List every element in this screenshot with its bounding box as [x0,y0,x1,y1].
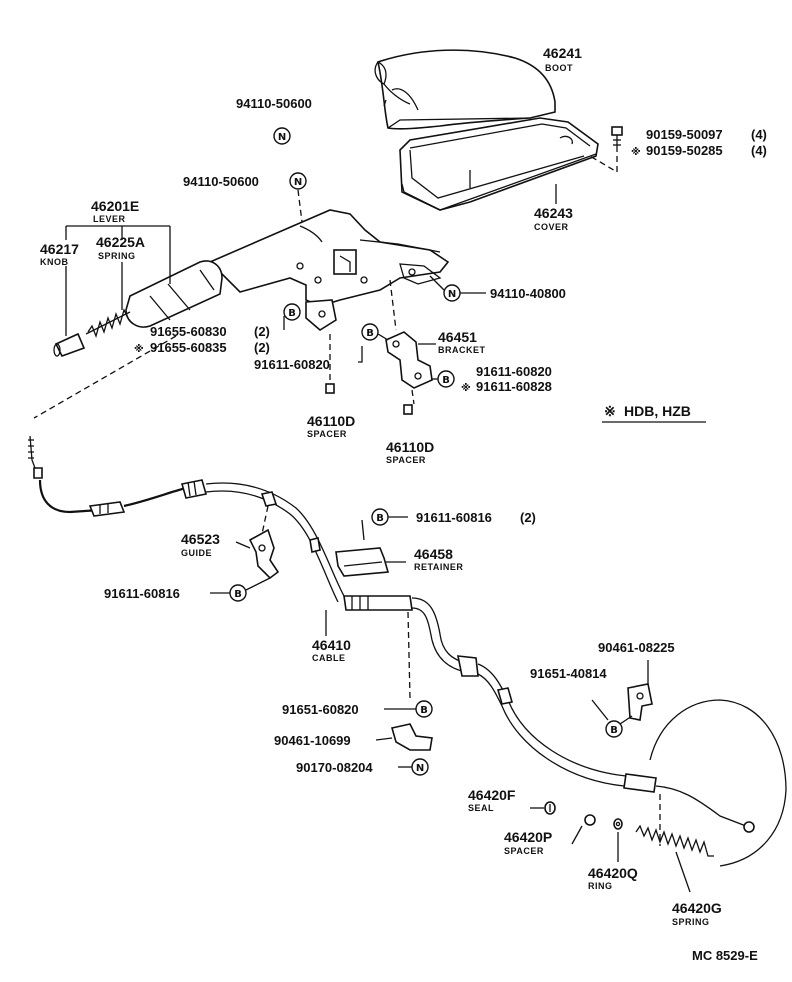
part-number-label: 94110-40800 [490,286,566,301]
boot-part [374,49,556,130]
b-badge-icon: B [415,700,433,718]
part-name-label: SPACER [307,429,347,439]
b-badge-icon: B [283,303,301,321]
b-badge-icon: B [437,370,455,388]
part-number-label: 46110D [307,413,355,429]
cable-part [28,435,755,833]
part-number-label: 91611-60820 [254,357,330,372]
part-name-label: COVER [534,222,569,232]
part-name-label: BOOT [545,63,573,73]
part-number-label: 91651-60820 [282,702,359,717]
part-name-label: BRACKET [438,345,486,355]
part-number-label: 46241 [543,45,582,61]
part-name-label: SPACER [504,846,544,856]
part-name-label: SPRING [672,917,710,927]
applicability-note: HDB, HZB [624,403,691,419]
part-number-label: 46451 [438,329,477,345]
part-number-label: 94110-50600 [183,174,259,189]
svg-text:B: B [376,513,384,524]
spacer-part [584,814,596,826]
part-name-label: CABLE [312,653,346,663]
part-number-label: 90159-50285 [646,143,723,158]
part-name-label: SPACER [386,455,426,465]
svg-text:B: B [442,375,450,386]
quantity-label: (2) [254,340,270,355]
b-badge-icon: B [361,323,379,341]
bracket-part [385,331,433,389]
b-badge-icon: B [371,508,389,526]
diagram-code: MC 8529-E [692,948,758,963]
asterisk-mark: ※ [631,146,641,158]
svg-text:N: N [294,177,302,188]
svg-text:B: B [288,308,296,319]
cover-part [399,117,599,211]
part-number-label: 46458 [414,546,453,562]
part-name-label: RETAINER [414,562,463,572]
svg-text:B: B [366,328,374,339]
quantity-label: (2) [254,324,270,339]
n-badge-icon: N [411,758,429,776]
part-name-label: SEAL [468,803,494,813]
lever-part [125,209,450,331]
return-spring-part [635,824,714,857]
retainer-part [335,547,390,577]
part-number-label: 46420P [504,829,552,845]
svg-text:N: N [278,132,286,143]
part-number-label: 90159-50097 [646,127,723,142]
part-number-label: 46420F [468,787,516,803]
n-badge-icon: N [289,172,307,190]
b-badge-icon: B [605,720,623,738]
b-badge-icon: B [229,584,247,602]
part-number-label: 91655-60830 [150,324,227,339]
svg-text:B: B [234,589,242,600]
part-number-label: 94110-50600 [236,96,312,111]
part-number-label: 91655-60835 [150,340,227,355]
seal-part [544,801,556,815]
knob-part [53,332,86,357]
ring-part [613,818,623,830]
part-number-label: 46410 [312,637,351,653]
clip-part [390,723,433,751]
part-name-label: KNOB [40,257,69,267]
part-number-label: 90461-08225 [598,640,675,655]
part-number-label: 46243 [534,205,573,221]
part-number-label: 46225A [96,234,145,250]
part-number-label: 91611-60828 [476,379,552,394]
part-number-label: 46110D [386,439,434,455]
part-name-label: LEVER [93,214,126,224]
bolt-part [589,126,623,174]
part-number-label: 91651-40814 [530,666,607,681]
part-number-label: 46420Q [588,865,638,881]
quantity-label: (4) [751,127,767,142]
cable-bracket-part [627,683,653,721]
part-number-label: 91611-60816 [104,586,180,601]
part-number-label: 91611-60816 [416,510,492,525]
quantity-label: (4) [751,143,767,158]
note-asterisk: ※ [604,403,616,419]
spring-part [85,308,131,339]
part-name-label: GUIDE [181,548,212,558]
svg-text:B: B [610,725,618,736]
n-badge-icon: N [273,127,291,145]
n-badge-icon: N [443,284,461,302]
svg-text:B: B [420,705,428,716]
part-name-label: RING [588,881,613,891]
asterisk-mark: ※ [461,382,471,394]
asterisk-mark: ※ [134,343,144,355]
part-number-label: 46420G [672,900,722,916]
svg-text:N: N [416,763,424,774]
part-number-label: 46217 [40,241,79,257]
part-number-label: 46523 [181,531,220,547]
spacer-part [403,404,413,415]
guide-part [248,528,280,580]
part-name-label: SPRING [98,251,136,261]
quantity-label: (2) [520,510,536,525]
part-number-label: 91611-60820 [476,364,552,379]
part-number-label: 46201E [91,198,139,214]
svg-text:N: N [448,289,456,300]
part-number-label: 90170-08204 [296,760,373,775]
spacer-part [325,383,335,394]
part-number-label: 90461-10699 [274,733,351,748]
